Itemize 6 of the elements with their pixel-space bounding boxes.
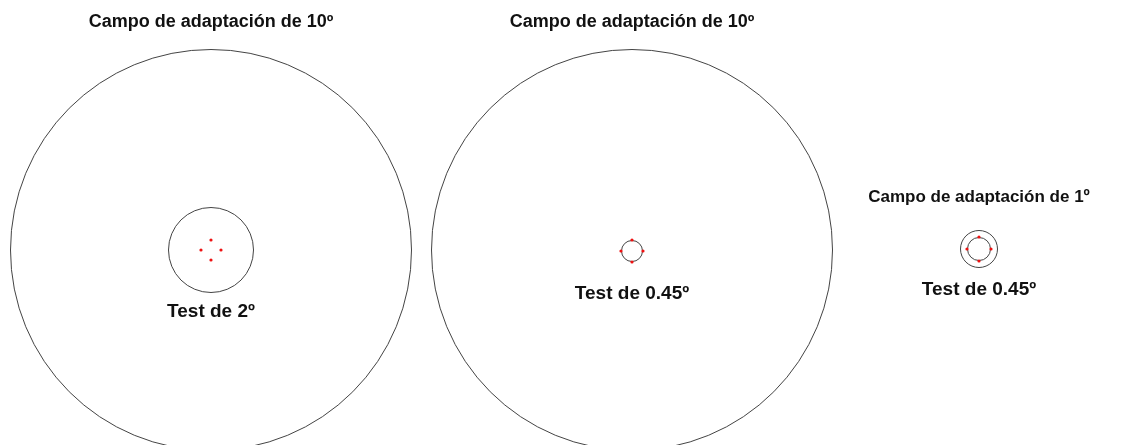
test-label: Test de 0.45º [921,278,1037,300]
test-label: Test de 2º [167,300,255,322]
test-label: Test de 0.45º [574,282,690,304]
field-title: Campo de adaptación de 10º [509,11,755,32]
field-title: Campo de adaptación de 1º [868,187,1090,207]
field-title: Campo de adaptación de 10º [88,11,334,32]
